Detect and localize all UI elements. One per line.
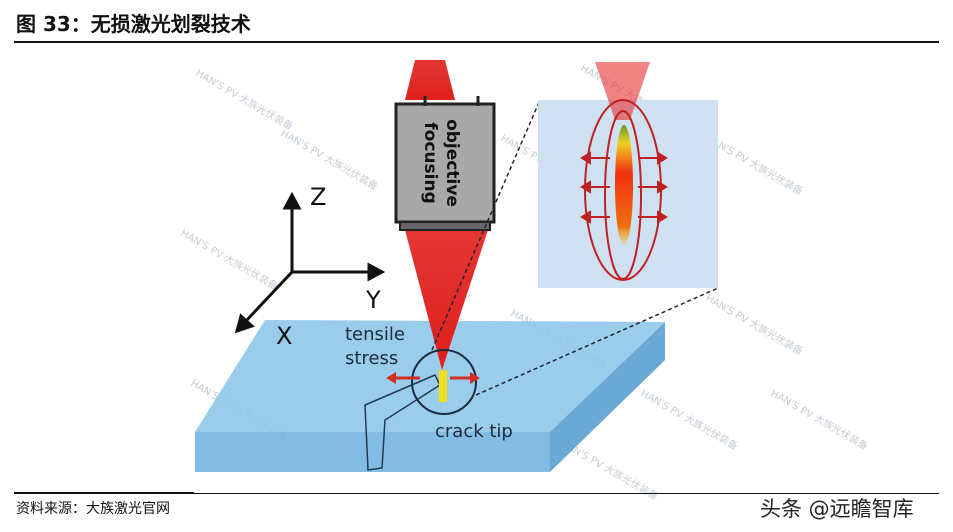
- svg-text:HAN'S PV 大族光伏装备: HAN'S PV 大族光伏装备: [279, 126, 381, 192]
- divider: [14, 41, 939, 43]
- axis-z-label: Z: [310, 183, 326, 211]
- coordinate-axes: [234, 191, 386, 334]
- svg-text:HAN'S PV 大族光伏装备: HAN'S PV 大族光伏装备: [704, 291, 806, 357]
- svg-text:HAN'S PV 大族光伏装备: HAN'S PV 大族光伏装备: [769, 386, 871, 452]
- tensile-label: stress: [345, 348, 398, 369]
- source-note: 资料来源：大族激光官网: [16, 501, 170, 517]
- credit-watermark: 头条 @远瞻智库: [760, 497, 914, 521]
- svg-text:HAN'S PV 大族光伏装备: HAN'S PV 大族光伏装备: [179, 226, 281, 292]
- svg-text:HAN'S PV 大族光伏装备: HAN'S PV 大族光伏装备: [639, 386, 741, 452]
- plate-front: [195, 432, 550, 472]
- objective-label: objective: [442, 119, 462, 207]
- axis-y-label: Y: [365, 286, 381, 314]
- crack-tip-label: crack tip: [435, 421, 513, 442]
- svg-text:HAN'S PV 大族光伏装备: HAN'S PV 大族光伏装备: [704, 131, 806, 197]
- focusing-objective: [394, 102, 496, 224]
- stress-arrows: [580, 151, 668, 224]
- figure-title: 图 33：无损激光划裂技术: [16, 12, 251, 36]
- axis-x-label: X: [276, 322, 292, 350]
- divider: [14, 493, 939, 494]
- plate-top: [195, 320, 665, 432]
- laser-beam-top: [405, 60, 455, 100]
- objective-label: focusing: [420, 122, 440, 203]
- laser-beam: [405, 230, 488, 370]
- svg-text:HAN'S PV 大族光伏装备: HAN'S PV 大族光伏装备: [194, 66, 296, 132]
- tensile-label: tensile: [345, 324, 405, 345]
- zoom-circle: [411, 349, 477, 415]
- heat-core: [615, 125, 633, 245]
- focus-spot: [439, 370, 447, 402]
- plate-side: [550, 322, 665, 472]
